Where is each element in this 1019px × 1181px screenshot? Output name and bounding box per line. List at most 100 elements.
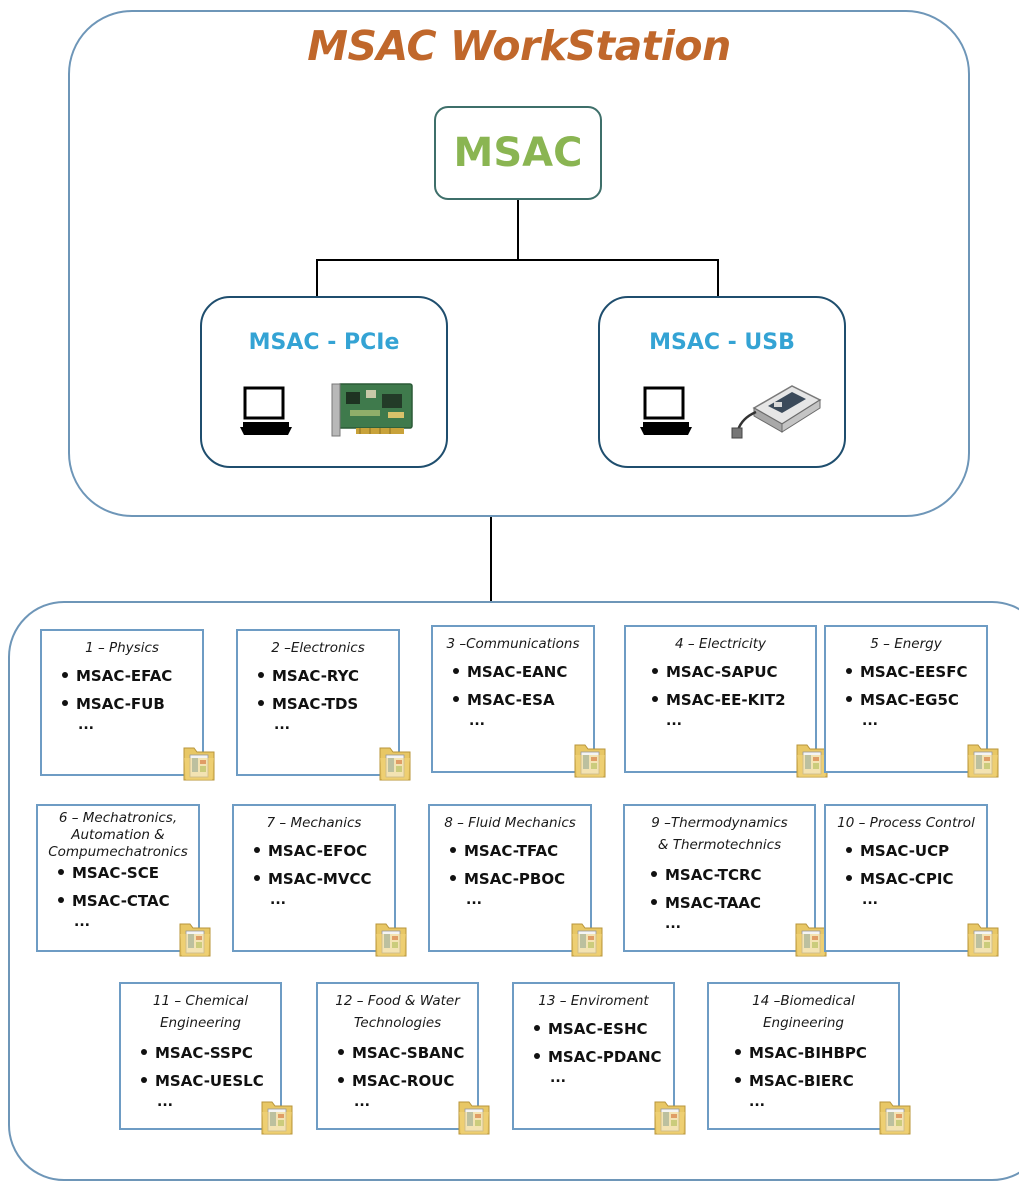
module-item-label: MSAC-PBOC [464, 870, 566, 888]
module-card-title-line: Engineering [763, 1015, 844, 1031]
module-item: MSAC-EFOC [254, 842, 367, 860]
module-card-title-line: 3 –Communications [446, 636, 580, 652]
connector-root-vertical [517, 200, 519, 260]
folder-icon [967, 744, 999, 778]
module-item: MSAC-EESFC [846, 663, 967, 681]
folder-icon [261, 1101, 293, 1135]
module-more: ... [78, 717, 94, 733]
module-item-label: MSAC-FUB [76, 695, 165, 713]
module-item-label: MSAC-BIERC [749, 1072, 854, 1090]
bullet-icon [453, 695, 459, 702]
module-item: MSAC-EFAC [62, 667, 172, 685]
folder-icon [458, 1101, 490, 1135]
module-item: MSAC-SBANC [338, 1044, 464, 1062]
module-card-title: 5 – Energy [826, 633, 986, 655]
module-item-label: MSAC-SCE [72, 864, 159, 882]
module-more: ... [749, 1094, 765, 1110]
interface-label-pcie: MSAC - PCIe [248, 330, 400, 355]
module-item-label: MSAC-EFOC [268, 842, 368, 860]
bullet-icon [258, 671, 264, 678]
interface-label-usb: MSAC - USB [649, 330, 795, 355]
pcie-card-icon [331, 383, 413, 437]
usb-daq-icon [731, 385, 822, 439]
connector-horizontal [316, 259, 719, 261]
bullet-icon [258, 699, 264, 706]
module-card-title: 10 – Process Control [826, 812, 986, 834]
module-more: ... [270, 892, 286, 908]
module-item-label: MSAC-EG5C [860, 691, 959, 709]
module-more: ... [666, 713, 682, 729]
module-item-label: MSAC-CTAC [72, 892, 170, 910]
module-item: MSAC-UESLC [141, 1072, 264, 1090]
module-more: ... [74, 914, 90, 930]
module-item-label: MSAC-TCRC [665, 866, 762, 884]
bullet-icon [534, 1052, 540, 1059]
bullet-icon [141, 1076, 147, 1083]
module-item-label: MSAC-TFAC [464, 842, 559, 860]
module-card: 6 – Mechatronics,Automation &Compumechat… [36, 804, 211, 957]
module-card-title-line: 9 –Thermodynamics [651, 815, 788, 831]
msac-root-label: MSAC [453, 130, 583, 176]
connector-left-drop [316, 259, 318, 297]
module-item-label: MSAC-PDANC [548, 1048, 662, 1066]
bullet-icon [534, 1024, 540, 1031]
module-more: ... [862, 892, 878, 908]
module-item: MSAC-TAAC [651, 894, 761, 912]
module-item: MSAC-TDS [258, 695, 358, 713]
module-item-label: MSAC-TAAC [665, 894, 762, 912]
module-more: ... [469, 713, 485, 729]
bullet-icon [735, 1076, 741, 1083]
module-card-title: 4 – Electricity [626, 633, 815, 655]
module-item-label: MSAC-MVCC [268, 870, 372, 888]
connector-right-drop [717, 259, 719, 297]
module-item: MSAC-TCRC [651, 866, 762, 884]
folder-icon [379, 747, 411, 781]
module-item: MSAC-ESA [453, 691, 555, 709]
module-item-label: MSAC-BIHBPC [749, 1044, 867, 1062]
bullet-icon [254, 874, 260, 881]
folder-icon [795, 923, 827, 957]
module-item-label: MSAC-EFAC [76, 667, 173, 685]
folder-icon [571, 923, 603, 957]
module-item: MSAC-ESHC [534, 1020, 648, 1038]
interface-box-usb [598, 296, 846, 468]
module-more: ... [665, 916, 681, 932]
module-item: MSAC-SAPUC [652, 663, 778, 681]
module-item-label: MSAC-RYC [272, 667, 359, 685]
folder-icon [183, 747, 215, 781]
module-item: MSAC-FUB [62, 695, 165, 713]
bullet-icon [652, 667, 658, 674]
module-card-title-line: Engineering [160, 1015, 241, 1031]
module-item-label: MSAC-ROUC [352, 1072, 455, 1090]
module-item: MSAC-ROUC [338, 1072, 454, 1090]
module-card-title: 7 – Mechanics [234, 812, 394, 834]
module-item-label: MSAC-CPIC [860, 870, 954, 888]
module-item-label: MSAC-ESHC [548, 1020, 648, 1038]
module-card-title-line: & Thermotechnics [657, 837, 782, 853]
bullet-icon [62, 671, 68, 678]
bullet-icon [846, 874, 852, 881]
module-item-label: MSAC-UCP [860, 842, 950, 860]
folder-icon [179, 923, 211, 957]
module-item-label: MSAC-EESFC [860, 663, 968, 681]
module-card-title-line: 6 – Mechatronics, [58, 810, 178, 826]
module-card-title-line: 12 – Food & Water [335, 993, 460, 1009]
module-card-title-line: 11 – Chemical [152, 993, 249, 1009]
module-item-label: MSAC-SAPUC [666, 663, 778, 681]
bullet-icon [652, 695, 658, 702]
module-card-title: 8 – Fluid Mechanics [430, 812, 590, 834]
module-item: MSAC-RYC [258, 667, 359, 685]
folder-icon [574, 744, 606, 778]
